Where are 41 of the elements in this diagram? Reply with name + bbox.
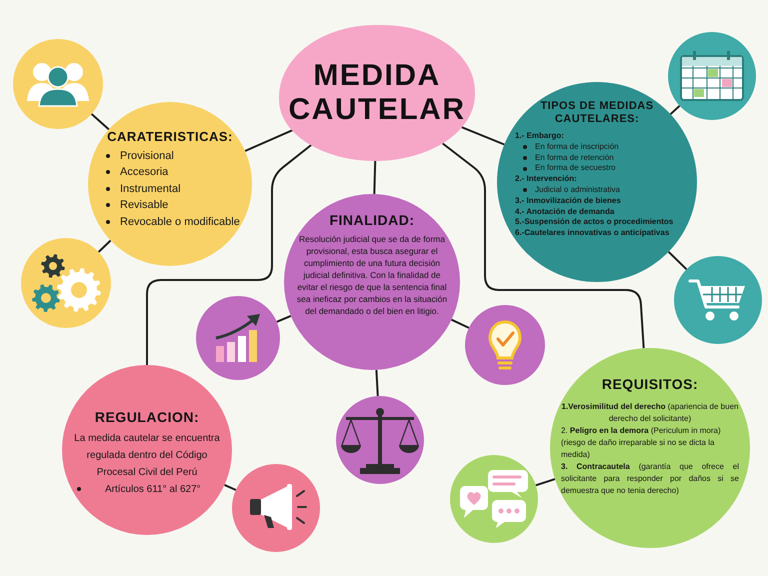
connector-line [224,484,236,491]
list-item: Instrumental [120,182,181,197]
list-item: 4.- Anotación de demanda [515,206,616,218]
section-heading: REGULACION: [94,409,200,426]
list-item: 2.- Intervención: [515,174,578,185]
paragraph-text: La medida cautelar se encuentra regulada dentro del Código Procesal Civil del Perú [73,432,221,480]
section-heading: CARATERISTICAS: [106,129,234,145]
list-item: En forma de retención [535,152,614,164]
paragraph-text: Resolución judicial que se da de forma provisional, esta busca asegurar el cumplimiento de una futura decisión judicial definitiva. Con la finalidad de evitar el riesgo de que la sentencia final sea ineficaz por cambios en la situación del demandado o del bien en litigio. [296,232,448,317]
connector-line [98,240,112,253]
connector-line [244,128,295,152]
list-item: Artículos 611° al 627° [105,482,201,497]
list-item: En forma de inscripción [535,142,619,153]
section-heading: TIPOS DE MEDIDAS CAUTELARES: [539,100,655,125]
connector-line [90,113,110,130]
connector-line [442,142,645,348]
list-item: 6.-Cautelares innovativas o anticipativas [515,228,670,239]
connector-line [536,478,556,486]
connector-line [451,318,470,329]
requirement-text: 2. Peligro en la demora (Periculum in mora) (riesgo de daño irreparable si no se dicta la medida) [561,424,722,461]
list-item: Revisable [120,198,168,214]
connector-line [373,160,376,194]
list-item: Revocable o modificable [120,214,240,230]
section-heading: FINALIDAD: [328,212,416,229]
list-item: Accesoria [120,165,168,180]
connector-line [146,143,313,365]
list-item: Provisional [120,148,174,164]
connector-line [375,370,379,396]
requirement-text: 1.Verosimilitud del derecho (apariencia de buen derecho del solicitante) [561,400,739,425]
title-text: MEDIDA CAUTELAR [288,59,466,127]
section-heading: REQUISITOS: [600,376,700,393]
list-item: 1.- Embargo: [515,131,565,142]
connector-line [461,126,505,146]
list-item: Judicial o administrativa [535,184,620,196]
connector-line [668,251,688,270]
requirement-text: 3. Contracautela (garantía que ofrece el solicitante para responder por daños si se demuestra que no tenia derecho) [561,460,739,497]
list-item: 5.-Suspensión de actos o procedimientos [515,217,674,228]
connector-line [276,314,292,323]
connector-line [670,105,680,115]
list-item: En forma de secuestro [535,163,616,174]
list-item: 3.- Inmovilización de bienes [515,196,622,207]
